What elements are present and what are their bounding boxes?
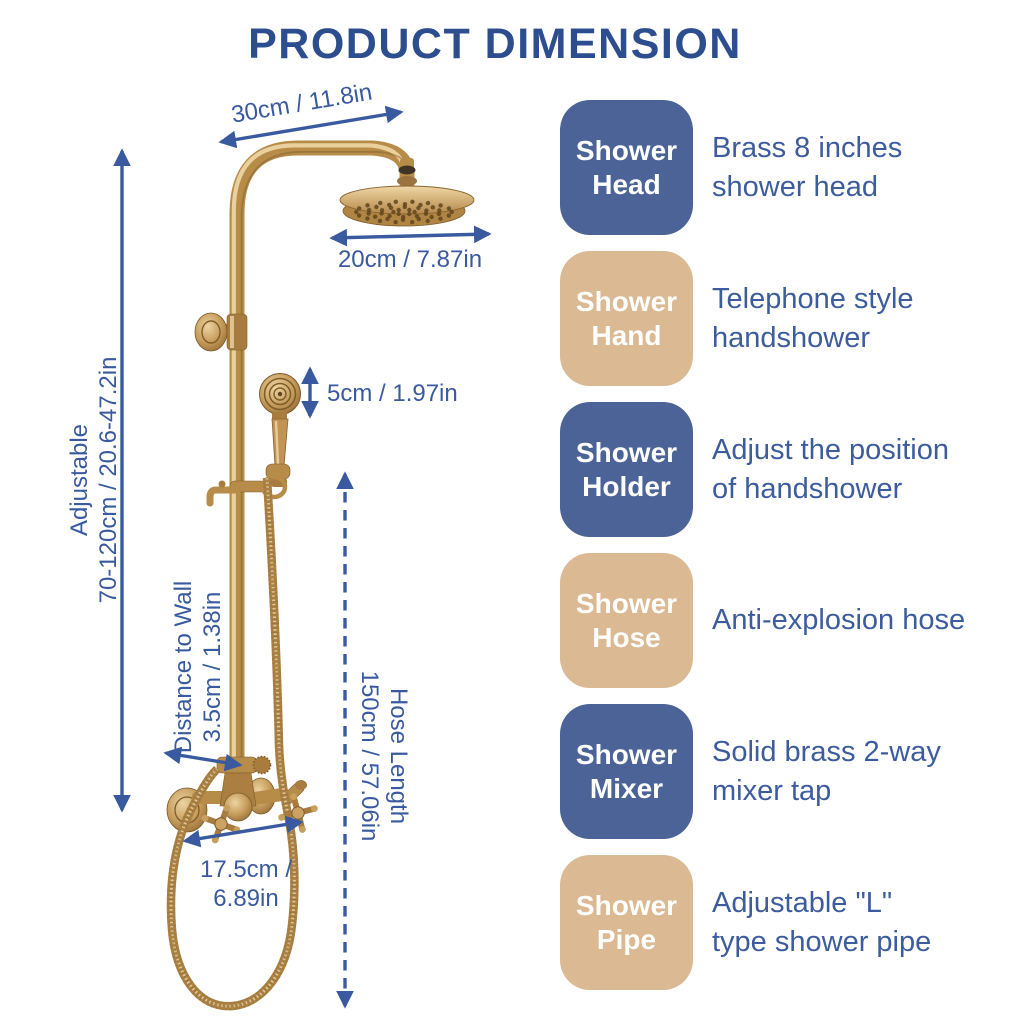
- feature-desc-shower-mixer: Solid brass 2-way mixer tap: [712, 736, 941, 807]
- wall-distance-arrow: [163, 746, 243, 772]
- feature-row-shower-pipe: Shower Pipe Adjustable "L" type shower p…: [560, 855, 997, 990]
- feature-label-shower-holder: Shower Holder: [560, 402, 693, 537]
- mixer-width-arrow: [182, 815, 304, 848]
- page-title: PRODUCT DIMENSION: [248, 20, 742, 68]
- dim-mixer-line2: 6.89in: [213, 885, 278, 912]
- feature-label-shower-mixer: Shower Mixer: [560, 704, 693, 839]
- feature-desc-shower-hand: Telephone style handshower: [712, 283, 914, 354]
- arm-length-arrow: [218, 105, 404, 149]
- feature-label-shower-hose: Shower Hose: [560, 553, 693, 688]
- hand-shower: [259, 373, 301, 487]
- dim-hose-line1: Hose Length: [385, 688, 412, 824]
- shower-system-diagram: 30cm / 11.8in 20cm / 7.87in 5cm / 1.97in…: [66, 79, 492, 1011]
- feature-label-shower-hand: Shower Hand: [560, 251, 693, 386]
- feature-row-shower-hand: Shower Hand Telephone style handshower: [560, 251, 997, 386]
- dim-mixer-line1: 17.5cm /: [200, 856, 292, 883]
- feature-label-shower-pipe: Shower Pipe: [560, 855, 693, 990]
- feature-label-shower-head: Shower Head: [560, 100, 693, 235]
- feature-desc-shower-head: Brass 8 inches shower head: [712, 132, 903, 203]
- dim-wall-line2: 3.5cm / 1.38in: [199, 592, 226, 743]
- dimension-annotations: 30cm / 11.8in 20cm / 7.87in 5cm / 1.97in…: [66, 79, 492, 1009]
- feature-desc-shower-holder: Adjust the position of handshower: [712, 434, 949, 505]
- feature-row-shower-holder: Shower Holder Adjust the position of han…: [560, 402, 997, 537]
- dim-handshower-size: 5cm / 1.97in: [327, 380, 458, 407]
- feature-row-shower-hose: Shower Hose Anti-explosion hose: [560, 553, 997, 688]
- dim-wall-line1: Distance to Wall: [170, 581, 197, 754]
- shower-hose: [166, 477, 299, 1011]
- dim-head-diameter: 20cm / 7.87in: [338, 246, 482, 273]
- shower-head: [339, 158, 475, 227]
- feature-row-shower-head: Shower Head Brass 8 inches shower head: [560, 100, 997, 235]
- dim-adjustable-line2: 70-120cm / 20.6-47.2in: [95, 357, 122, 604]
- feature-list: Shower Head Brass 8 inches shower head S…: [560, 100, 997, 990]
- feature-desc-shower-pipe: Adjustable "L" type shower pipe: [712, 887, 932, 958]
- pipe-spout: [206, 480, 241, 507]
- feature-desc-shower-hose: Anti-explosion hose: [712, 604, 966, 637]
- dim-hose-line2: 150cm / 57.06in: [356, 671, 383, 842]
- head-diameter-arrow: [329, 225, 492, 247]
- feature-row-shower-mixer: Shower Mixer Solid brass 2-way mixer tap: [560, 704, 997, 839]
- shower-head-nozzles: [354, 199, 454, 225]
- dim-adjustable-line1: Adjustable: [66, 424, 93, 536]
